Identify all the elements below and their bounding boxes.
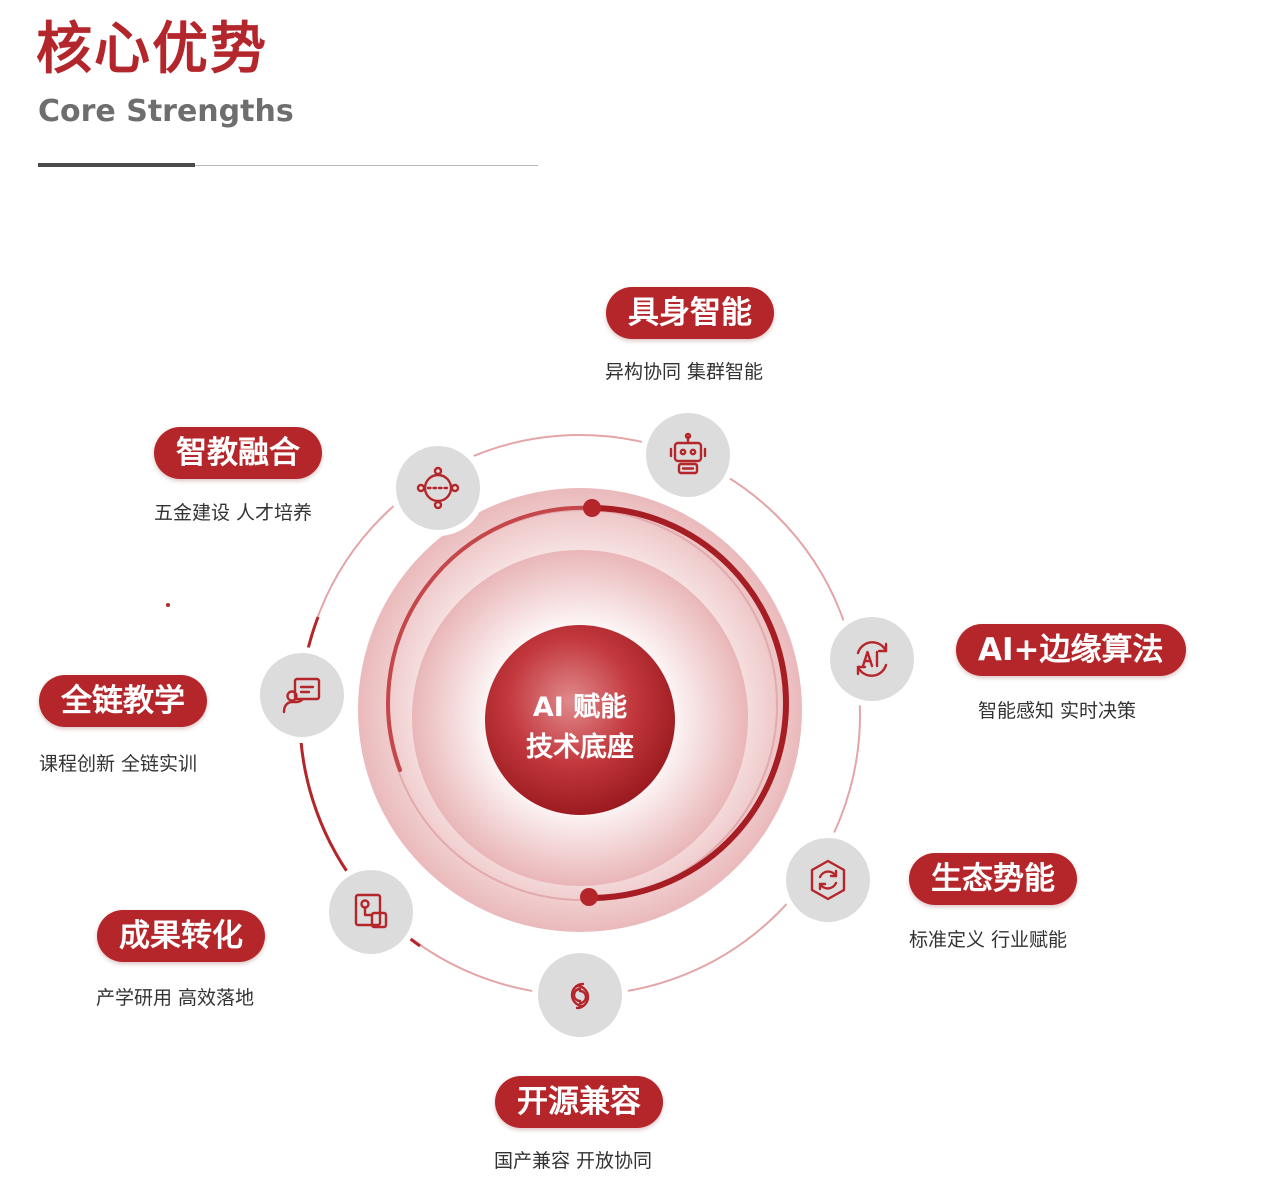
ai-cycle-icon [856,641,888,677]
inner-orbit-accent-arc [587,505,789,902]
robot-icon [669,432,707,475]
node-opensource-title: 开源兼容 [495,1076,663,1128]
page-title: 核心优势 [36,17,268,82]
node-teaching-title: 全链教学 [39,675,207,727]
node-embodied-title: 具身智能 [606,287,774,339]
node-opensource-icon-circle [538,953,622,1037]
node-transfer-subtitle: 产学研用 高效落地 [96,987,255,1009]
header-divider [38,165,538,166]
node-embodied-subtitle: 异构协同 集群智能 [605,361,764,383]
node-ai-edge-title: AI+边缘算法 [956,624,1186,676]
link-icon [570,982,590,1010]
node-integration-subtitle: 五金建设 人才培养 [154,502,313,524]
node-integration-icon-circle [396,446,480,530]
node-embodied-icon-circle [646,413,730,497]
node-ai-edge-subtitle: 智能感知 实时决策 [978,700,1137,722]
inner-orbit-left-arc [386,505,594,772]
core-label-line2: 技术底座 [526,732,634,763]
node-ecosystem-icon-circle [786,838,870,922]
node-ecosystem-subtitle: 标准定义 行业赋能 [909,929,1068,951]
node-teaching-icon-circle [260,653,344,737]
node-transfer-icon-circle [329,870,413,954]
teacher-icon [282,677,321,714]
header-divider-accent [38,163,195,167]
node-transfer-title: 成果转化 [97,910,265,962]
target-icon [416,466,460,510]
hexagon-cycle-icon [810,859,846,901]
inner-orbit-dot-top [583,499,601,517]
node-teaching-subtitle: 课程创新 全链实训 [39,753,198,775]
transform-icon [354,893,388,929]
node-ecosystem-title: 生态势能 [909,853,1077,905]
core-label: AI 赋能 技术底座 [490,688,670,768]
core-label-line1: AI 赋能 [532,692,628,723]
inner-orbit-dot-bottom [580,888,598,906]
decor-dot [166,603,170,607]
node-opensource-subtitle: 国产兼容 开放协同 [494,1150,653,1172]
core-circle [485,625,675,815]
page-subtitle: Core Strengths [38,94,294,129]
node-ai-edge-icon-circle [830,617,914,701]
node-integration-title: 智教融合 [154,427,322,479]
